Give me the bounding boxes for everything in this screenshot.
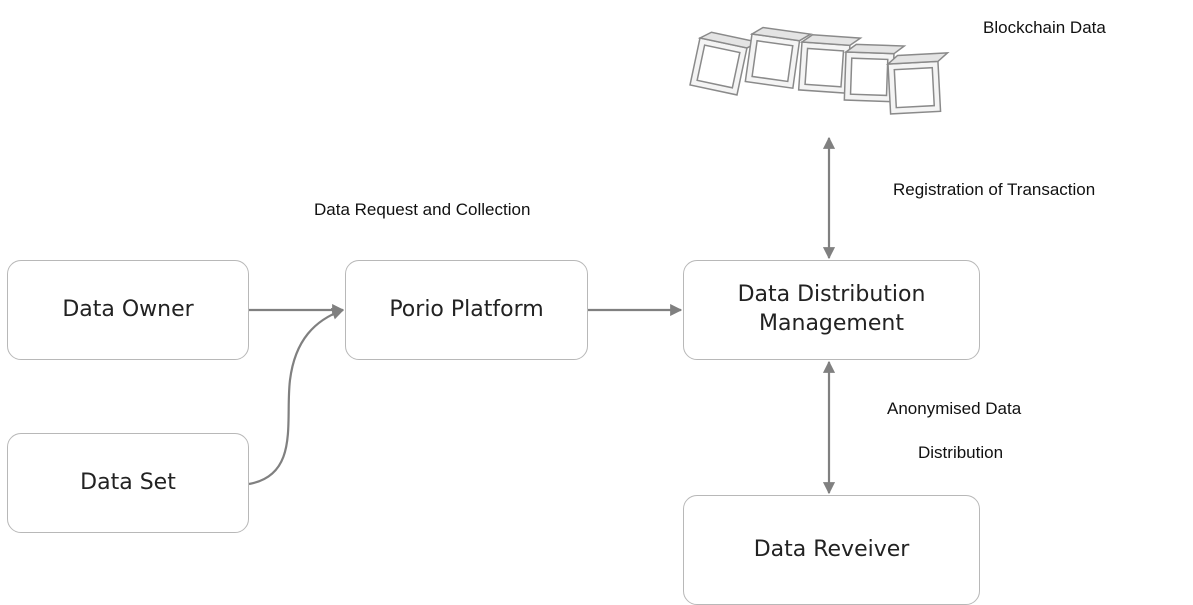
node-label: Data Set [80, 469, 176, 495]
label-registration: Registration of Transaction [893, 180, 1096, 199]
label-data-request: Data Request and Collection [314, 200, 531, 219]
label-anonymised-line1: Anonymised Data [887, 399, 1022, 418]
node-label: Data Distribution Management [737, 282, 926, 336]
label-anonymised-line2: Distribution [918, 443, 1004, 462]
blockchain-cubes-icon [689, 26, 950, 115]
arrow-dataset-to-platform [248, 307, 345, 486]
node-label: Porio Platform [389, 296, 544, 322]
node-data-set: Data Set [7, 433, 249, 533]
node-data-owner: Data Owner [7, 260, 249, 360]
label-blockchain-data: Blockchain Data [983, 18, 1106, 37]
node-label: Data Owner [62, 296, 194, 322]
node-data-receiver: Data Reveiver [683, 495, 980, 605]
node-data-distribution-management: Data Distribution Management [683, 260, 980, 360]
node-label: Data Reveiver [753, 536, 910, 562]
node-porio-platform: Porio Platform [345, 260, 588, 360]
